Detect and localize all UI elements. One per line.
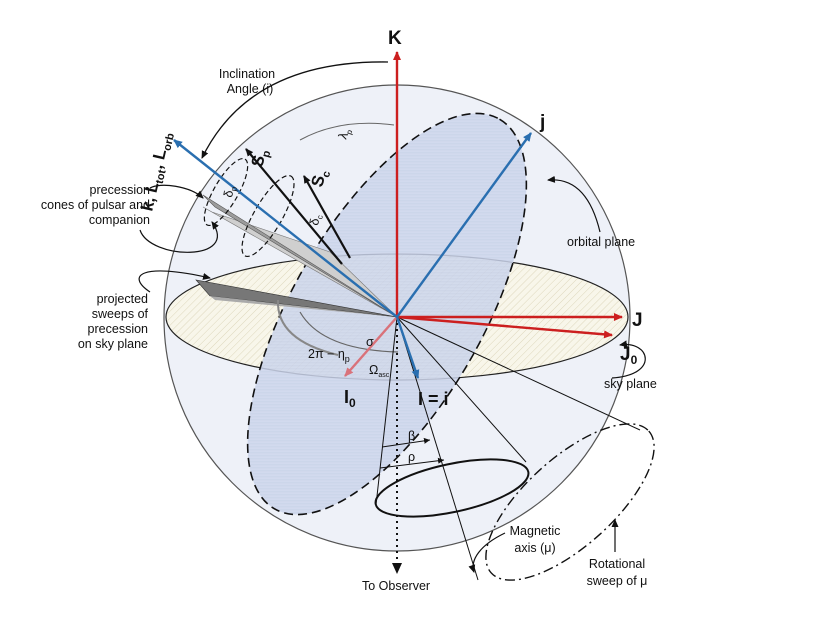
magnetic-axis-line xyxy=(396,316,479,581)
Sc-label: Sc xyxy=(308,167,334,190)
orbital-plane-callout xyxy=(547,175,601,233)
to-observer-label: To Observer xyxy=(362,579,430,593)
precession-cone-rim-pulsar xyxy=(203,157,249,227)
projected-sweep-companion xyxy=(210,296,397,317)
j-label: j xyxy=(539,112,545,133)
j-axis xyxy=(396,132,532,318)
J-label: J xyxy=(632,310,643,331)
sky-plane-label: sky plane xyxy=(604,377,657,391)
Sp-label: Sp xyxy=(248,146,274,169)
precession-cone-pulsar xyxy=(202,194,398,318)
cone-line-left xyxy=(375,316,398,506)
inclination-arc xyxy=(201,61,389,159)
magnetic-axis-callout xyxy=(468,532,506,573)
precession-callout-2 xyxy=(149,184,204,199)
observer-arrowhead xyxy=(392,563,402,574)
two-pi-eta-label: 2π − ηp xyxy=(308,347,350,364)
I-eq-i-label: I = i xyxy=(418,389,449,409)
rho-label: ρ xyxy=(408,450,415,464)
delta-c-label: δc xyxy=(307,213,325,227)
Sp-vector xyxy=(245,148,343,265)
rotational-sweep-ellipse xyxy=(485,423,655,581)
sigma-arc xyxy=(276,299,339,356)
J0-axis xyxy=(396,315,613,339)
delta-p-label: δp xyxy=(221,184,239,199)
rho-arc xyxy=(379,457,445,469)
Sc-vector xyxy=(303,175,351,259)
k-axis xyxy=(173,139,398,318)
beta-label: β xyxy=(408,429,415,443)
orbital-plane-label: orbital plane xyxy=(567,235,635,249)
precession-callout xyxy=(139,221,219,253)
K-label: K xyxy=(388,28,402,49)
J0-label: J0 xyxy=(620,344,638,367)
lambda-arc xyxy=(299,122,395,141)
sky-plane-callout xyxy=(611,340,646,379)
sigma-label: σ xyxy=(366,335,374,349)
precession-cone-companion xyxy=(202,206,398,318)
sweep-link-top xyxy=(396,316,641,431)
lambda-label: λp xyxy=(336,126,355,142)
omega-asc-label: Ωasc xyxy=(369,363,390,379)
beta-arc xyxy=(381,437,431,448)
orbital-plane xyxy=(246,112,528,516)
I0-axis xyxy=(344,316,398,377)
cone-line-right xyxy=(396,316,527,463)
projected-callout xyxy=(138,270,211,293)
I0-label: I0 xyxy=(344,387,356,410)
eta-arc xyxy=(299,311,399,353)
I-axis xyxy=(395,316,420,379)
